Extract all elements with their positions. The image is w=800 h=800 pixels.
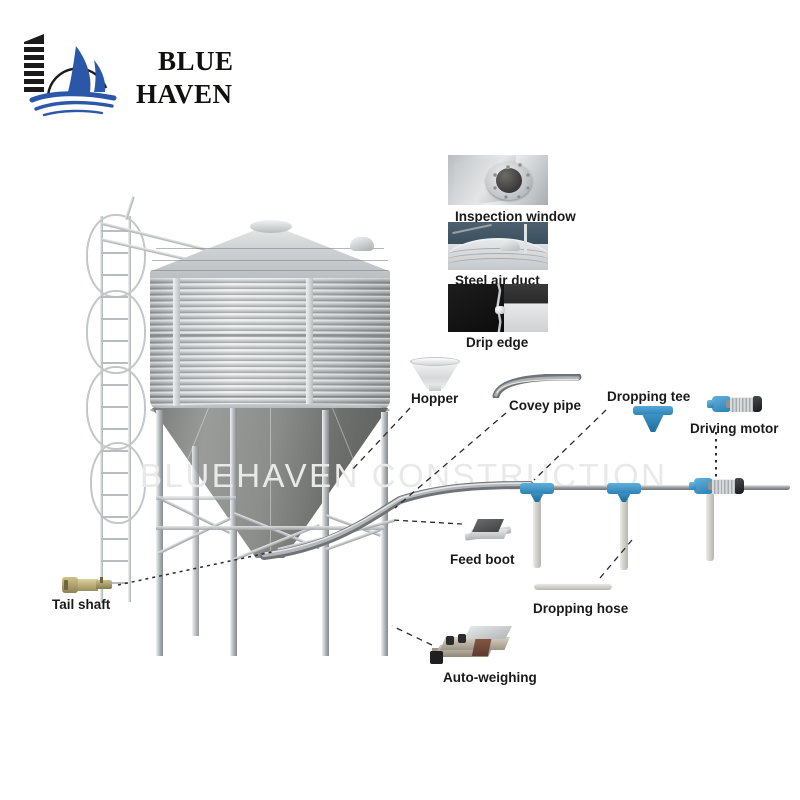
brand-logo: BLUE HAVEN [18,30,233,120]
blue-tee-fitting-icon [633,406,673,432]
steel-air-duct-photo [448,222,548,270]
feed-line-assembly [360,465,800,585]
hopper-funnel-icon [410,357,460,391]
dropping-tee-label: Dropping tee [607,389,691,404]
silo-corrugated-body [150,278,390,410]
feed-line-main-pipe [528,485,790,490]
dropping-tee [607,483,641,494]
steel-air-duct-label: Steel air duct [455,273,540,288]
covey-pipe-label: Covey pipe [509,398,582,413]
dropping-hose [532,493,541,568]
driving-motor-label: Driving motor [690,421,779,436]
silo-roof-air-vent [350,237,374,251]
tail-shaft-label: Tail shaft [52,597,111,612]
drip-edge-label: Drip edge [466,335,529,350]
auto-weighing-label: Auto-weighing [443,670,537,685]
brand-wordmark: BLUE HAVEN [136,48,234,108]
driving-motor [689,475,746,497]
dropping-hose-label: Dropping hose [533,601,629,616]
curved-conveyor-pipe-icon [492,374,582,398]
brand-line-2: HAVEN [136,79,233,109]
dropping-hose [705,493,714,561]
silo-roof-cap [250,220,292,233]
blue-gear-motor-icon [707,393,764,415]
silo-leg [322,410,329,656]
hopper-label: Hopper [411,391,459,406]
drip-edge-photo [448,284,548,332]
flexible-hose-icon [534,583,612,590]
galvanized-feed-silo [78,196,408,656]
brand-line-1: BLUE [158,46,234,76]
inspection-window-photo [448,155,548,205]
dropping-tee [520,483,554,494]
inspection-window-label: Inspection window [455,209,576,224]
dropping-hose [619,493,628,570]
silo-body-stiffener-right [306,278,313,410]
sailboat-logo-icon [24,34,117,117]
silo-leg [156,410,163,656]
silo-body-stiffener-left [173,278,180,410]
tail-shaft-icon [62,575,112,595]
silo-leg [192,446,199,636]
load-cell-weighing-icon [430,626,520,666]
caged-access-ladder [84,196,231,602]
silo-leg [230,408,237,656]
